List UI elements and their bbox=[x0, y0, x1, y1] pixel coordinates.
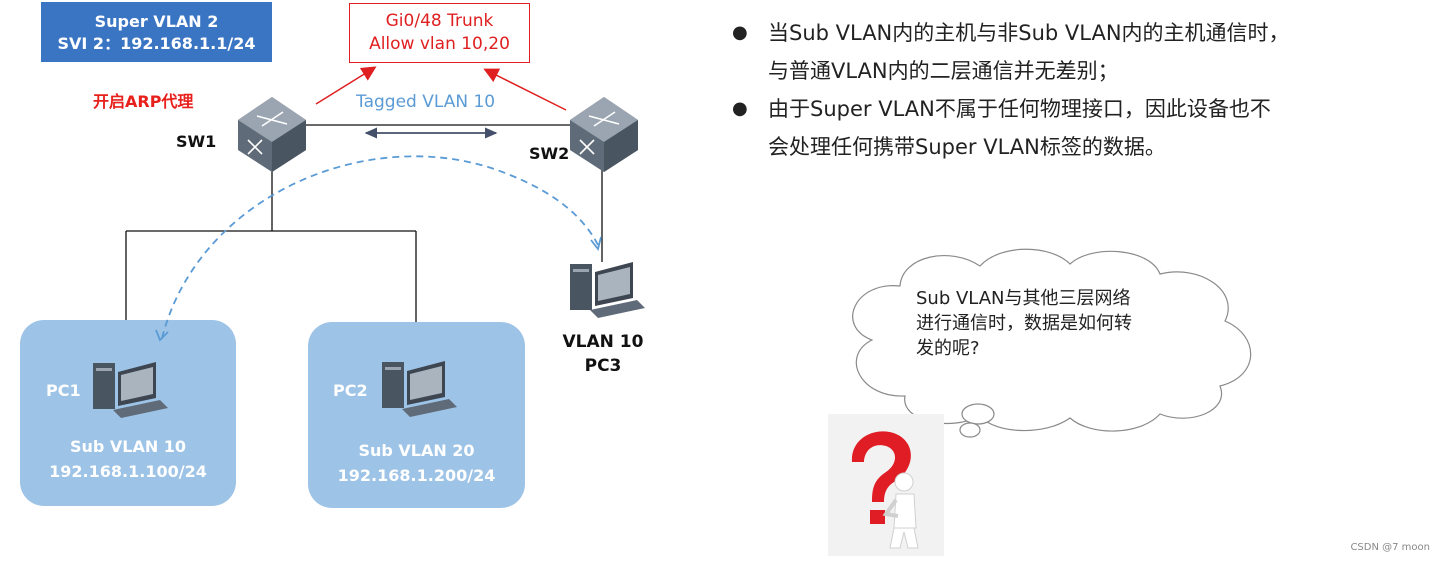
bullet-2-line-1: 由于Super VLAN不属于任何物理接口，因此设备也不 bbox=[768, 97, 1271, 121]
pc3-name: PC3 bbox=[584, 356, 622, 376]
red-arrow-left bbox=[315, 66, 377, 105]
pc3-label: VLAN 10 PC3 bbox=[556, 330, 650, 378]
pc3-icon bbox=[570, 262, 645, 318]
super-vlan-svi: SVI 2：192.168.1.1/24 bbox=[57, 33, 256, 53]
pc2-label: PC2 bbox=[333, 381, 368, 400]
bullet-2-line-2: 会处理任何携带Super VLAN标签的数据。 bbox=[768, 135, 1166, 159]
pc1-icon bbox=[93, 362, 168, 418]
thought-cloud-icon bbox=[852, 248, 1252, 432]
thought-line-2: 进行通信时，数据是如何转 bbox=[916, 313, 1132, 334]
sub-vlan-10-name: Sub VLAN 10 bbox=[69, 437, 187, 456]
sub-vlan-20-name: Sub VLAN 20 bbox=[358, 441, 475, 460]
bullet-item: ● 由于Super VLAN不属于任何物理接口，因此设备也不 会处理任何携带Su… bbox=[730, 90, 1420, 166]
bullet-list: ● 当Sub VLAN内的主机与非Sub VLAN内的主机通信时， 与普通VLA… bbox=[730, 14, 1420, 166]
bullet-item: ● 当Sub VLAN内的主机与非Sub VLAN内的主机通信时， 与普通VLA… bbox=[730, 14, 1420, 90]
thought-text: Sub VLAN与其他三层网络 进行通信时，数据是如何转 发的呢? bbox=[916, 286, 1216, 361]
bullet-dot-icon: ● bbox=[732, 98, 748, 119]
pc1-label: PC1 bbox=[46, 381, 81, 400]
sub-vlan-10-ip: 192.168.1.100/24 bbox=[49, 462, 207, 481]
thought-line-3: 发的呢? bbox=[916, 338, 980, 359]
super-vlan-box: Super VLAN 2 SVI 2：192.168.1.1/24 bbox=[41, 2, 272, 62]
tagged-vlan-label: Tagged VLAN 10 bbox=[356, 92, 496, 112]
trunk-allow: Allow vlan 10,20 bbox=[369, 34, 510, 54]
thought-bubble-medium bbox=[959, 422, 981, 438]
arc-arrow-bottom bbox=[155, 329, 169, 342]
sub-vlan-20-ip: 192.168.1.200/24 bbox=[337, 466, 496, 485]
data-flow-arc bbox=[161, 155, 599, 339]
pc2-icon bbox=[382, 361, 457, 417]
sw1-label: SW1 bbox=[176, 132, 217, 151]
watermark: CSDN @7 moon bbox=[1350, 542, 1430, 553]
topology-diagram bbox=[20, 66, 645, 508]
bullet-1-line-1: 当Sub VLAN内的主机与非Sub VLAN内的主机通信时， bbox=[768, 21, 1290, 45]
thought-line-1: Sub VLAN与其他三层网络 bbox=[916, 288, 1131, 309]
pc3-vlan: VLAN 10 bbox=[562, 332, 644, 352]
trunk-box: Gi0/48 Trunk Allow vlan 10,20 bbox=[349, 3, 530, 63]
arc-arrow-top bbox=[590, 236, 602, 252]
sub-vlan-20-label: Sub VLAN 20 192.168.1.200/24 bbox=[308, 438, 525, 488]
sw2-label: SW2 bbox=[529, 144, 570, 163]
links bbox=[125, 124, 603, 322]
question-figure-icon bbox=[851, 431, 919, 549]
bullet-dot-icon: ● bbox=[732, 22, 748, 43]
super-vlan-title: Super VLAN 2 bbox=[94, 11, 219, 31]
trunk-port: Gi0/48 Trunk bbox=[385, 11, 494, 31]
thought-cloud-graphics bbox=[828, 248, 1252, 556]
red-arrow-right bbox=[483, 68, 567, 111]
bullet-1-line-2: 与普通VLAN内的二层通信并无差别； bbox=[768, 59, 1119, 83]
sub-vlan-10-label: Sub VLAN 10 192.168.1.100/24 bbox=[20, 434, 236, 484]
arp-proxy-label: 开启ARP代理 bbox=[93, 92, 194, 111]
thought-bubble-large bbox=[961, 403, 995, 425]
switch-sw1-icon bbox=[238, 97, 306, 172]
switch-sw2-icon bbox=[570, 97, 638, 172]
